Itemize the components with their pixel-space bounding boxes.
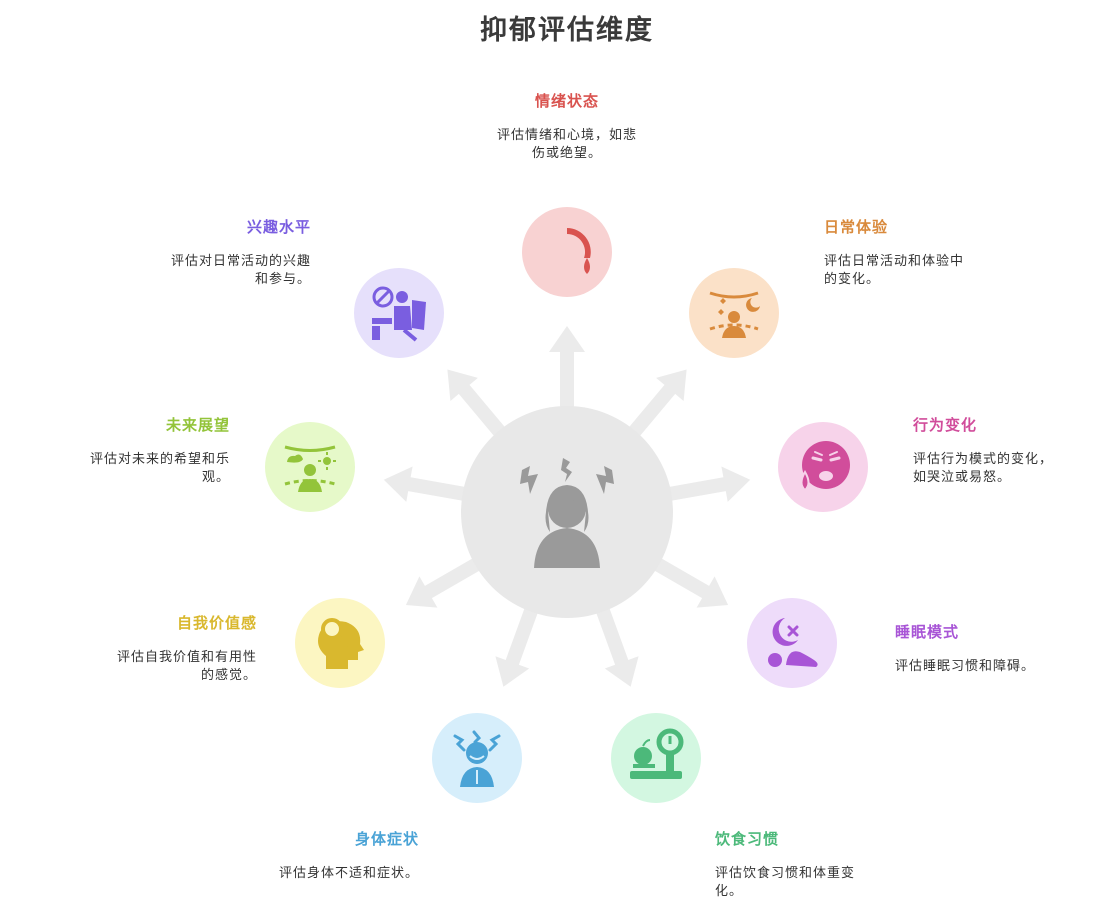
head-search-icon (318, 618, 364, 669)
icon-outlook (265, 422, 355, 512)
scale-food-icon (630, 728, 684, 779)
arrow-mood (549, 326, 585, 442)
no-interest-icon (372, 286, 426, 342)
icon-interest (354, 268, 444, 358)
sleep-moon-icon (768, 618, 818, 667)
desc-line: 评估情绪和心境，如悲 (496, 128, 637, 143)
icon-selfworth (295, 598, 385, 688)
desc-line: 伤或绝望。 (531, 146, 602, 161)
dimension-label-behavior: 行为变化 (913, 416, 978, 434)
dimension-label-interest: 兴趣水平 (246, 218, 311, 236)
dimension-label-sleep: 睡眠模式 (895, 623, 960, 641)
dimension-desc-mood: 评估情绪和心境，如悲 伤或绝望。 (487, 127, 647, 163)
icon-eating (611, 713, 701, 803)
diagram-title: 抑郁评估维度 (480, 15, 654, 46)
desc-line: 评估对日常活动的兴趣 (170, 254, 311, 269)
desc-line: 评估日常活动和体验中 (824, 254, 965, 269)
desc-line: 评估行为模式的变化， (913, 452, 1054, 467)
dimension-desc-eating: 评估饮食习惯和体重变 化。 (715, 865, 885, 901)
dimension-label-physical: 身体症状 (354, 830, 419, 848)
desc-line: 评估饮食习惯和体重变 (715, 866, 856, 881)
dimension-desc-behavior: 评估行为模式的变化， 如哭泣或易怒。 (913, 451, 1083, 487)
icon-daily (689, 268, 779, 358)
desc-line: 的变化。 (824, 272, 881, 287)
desc-line: 和参与。 (254, 272, 311, 287)
desc-line: 化。 (715, 884, 744, 899)
dimension-label-daily: 日常体验 (824, 218, 889, 236)
icon-mood (522, 207, 612, 297)
desc-line: 评估对未来的希望和乐 (89, 452, 230, 467)
dimension-label-selfworth: 自我价值感 (176, 614, 257, 632)
dimension-label-outlook: 未来展望 (165, 416, 230, 434)
dimension-desc-interest: 评估对日常活动的兴趣 和参与。 (141, 253, 311, 289)
dimension-desc-outlook: 评估对未来的希望和乐 观。 (60, 451, 230, 487)
desc-line: 评估自我价值和有用性 (116, 650, 257, 665)
icon-behavior (778, 422, 868, 512)
sad-face-icon (543, 228, 591, 276)
desc-line: 评估睡眠习惯和障碍。 (895, 659, 1036, 674)
icon-sleep (747, 598, 837, 688)
dimension-desc-selfworth: 评估自我价值和有用性 的感觉。 (87, 649, 257, 685)
dimension-desc-daily: 评估日常活动和体验中 的变化。 (824, 253, 994, 289)
desc-line: 评估身体不适和症状。 (278, 866, 419, 881)
dimension-label-eating: 饮食习惯 (715, 830, 780, 848)
desc-line: 如哭泣或易怒。 (913, 470, 1012, 485)
desc-line: 观。 (201, 470, 230, 485)
dimension-desc-sleep: 评估睡眠习惯和障碍。 (895, 658, 1085, 676)
desc-line: 的感觉。 (200, 668, 257, 683)
icon-physical (432, 713, 522, 803)
future-outlook-icon (284, 445, 336, 492)
crying-face-icon (800, 441, 850, 492)
daily-life-icon (709, 291, 760, 338)
headache-person-icon (453, 730, 501, 787)
dimension-label-mood: 情绪状态 (534, 92, 599, 110)
stressed-person-icon (520, 458, 614, 568)
dimension-desc-physical: 评估身体不适和症状。 (229, 865, 419, 883)
